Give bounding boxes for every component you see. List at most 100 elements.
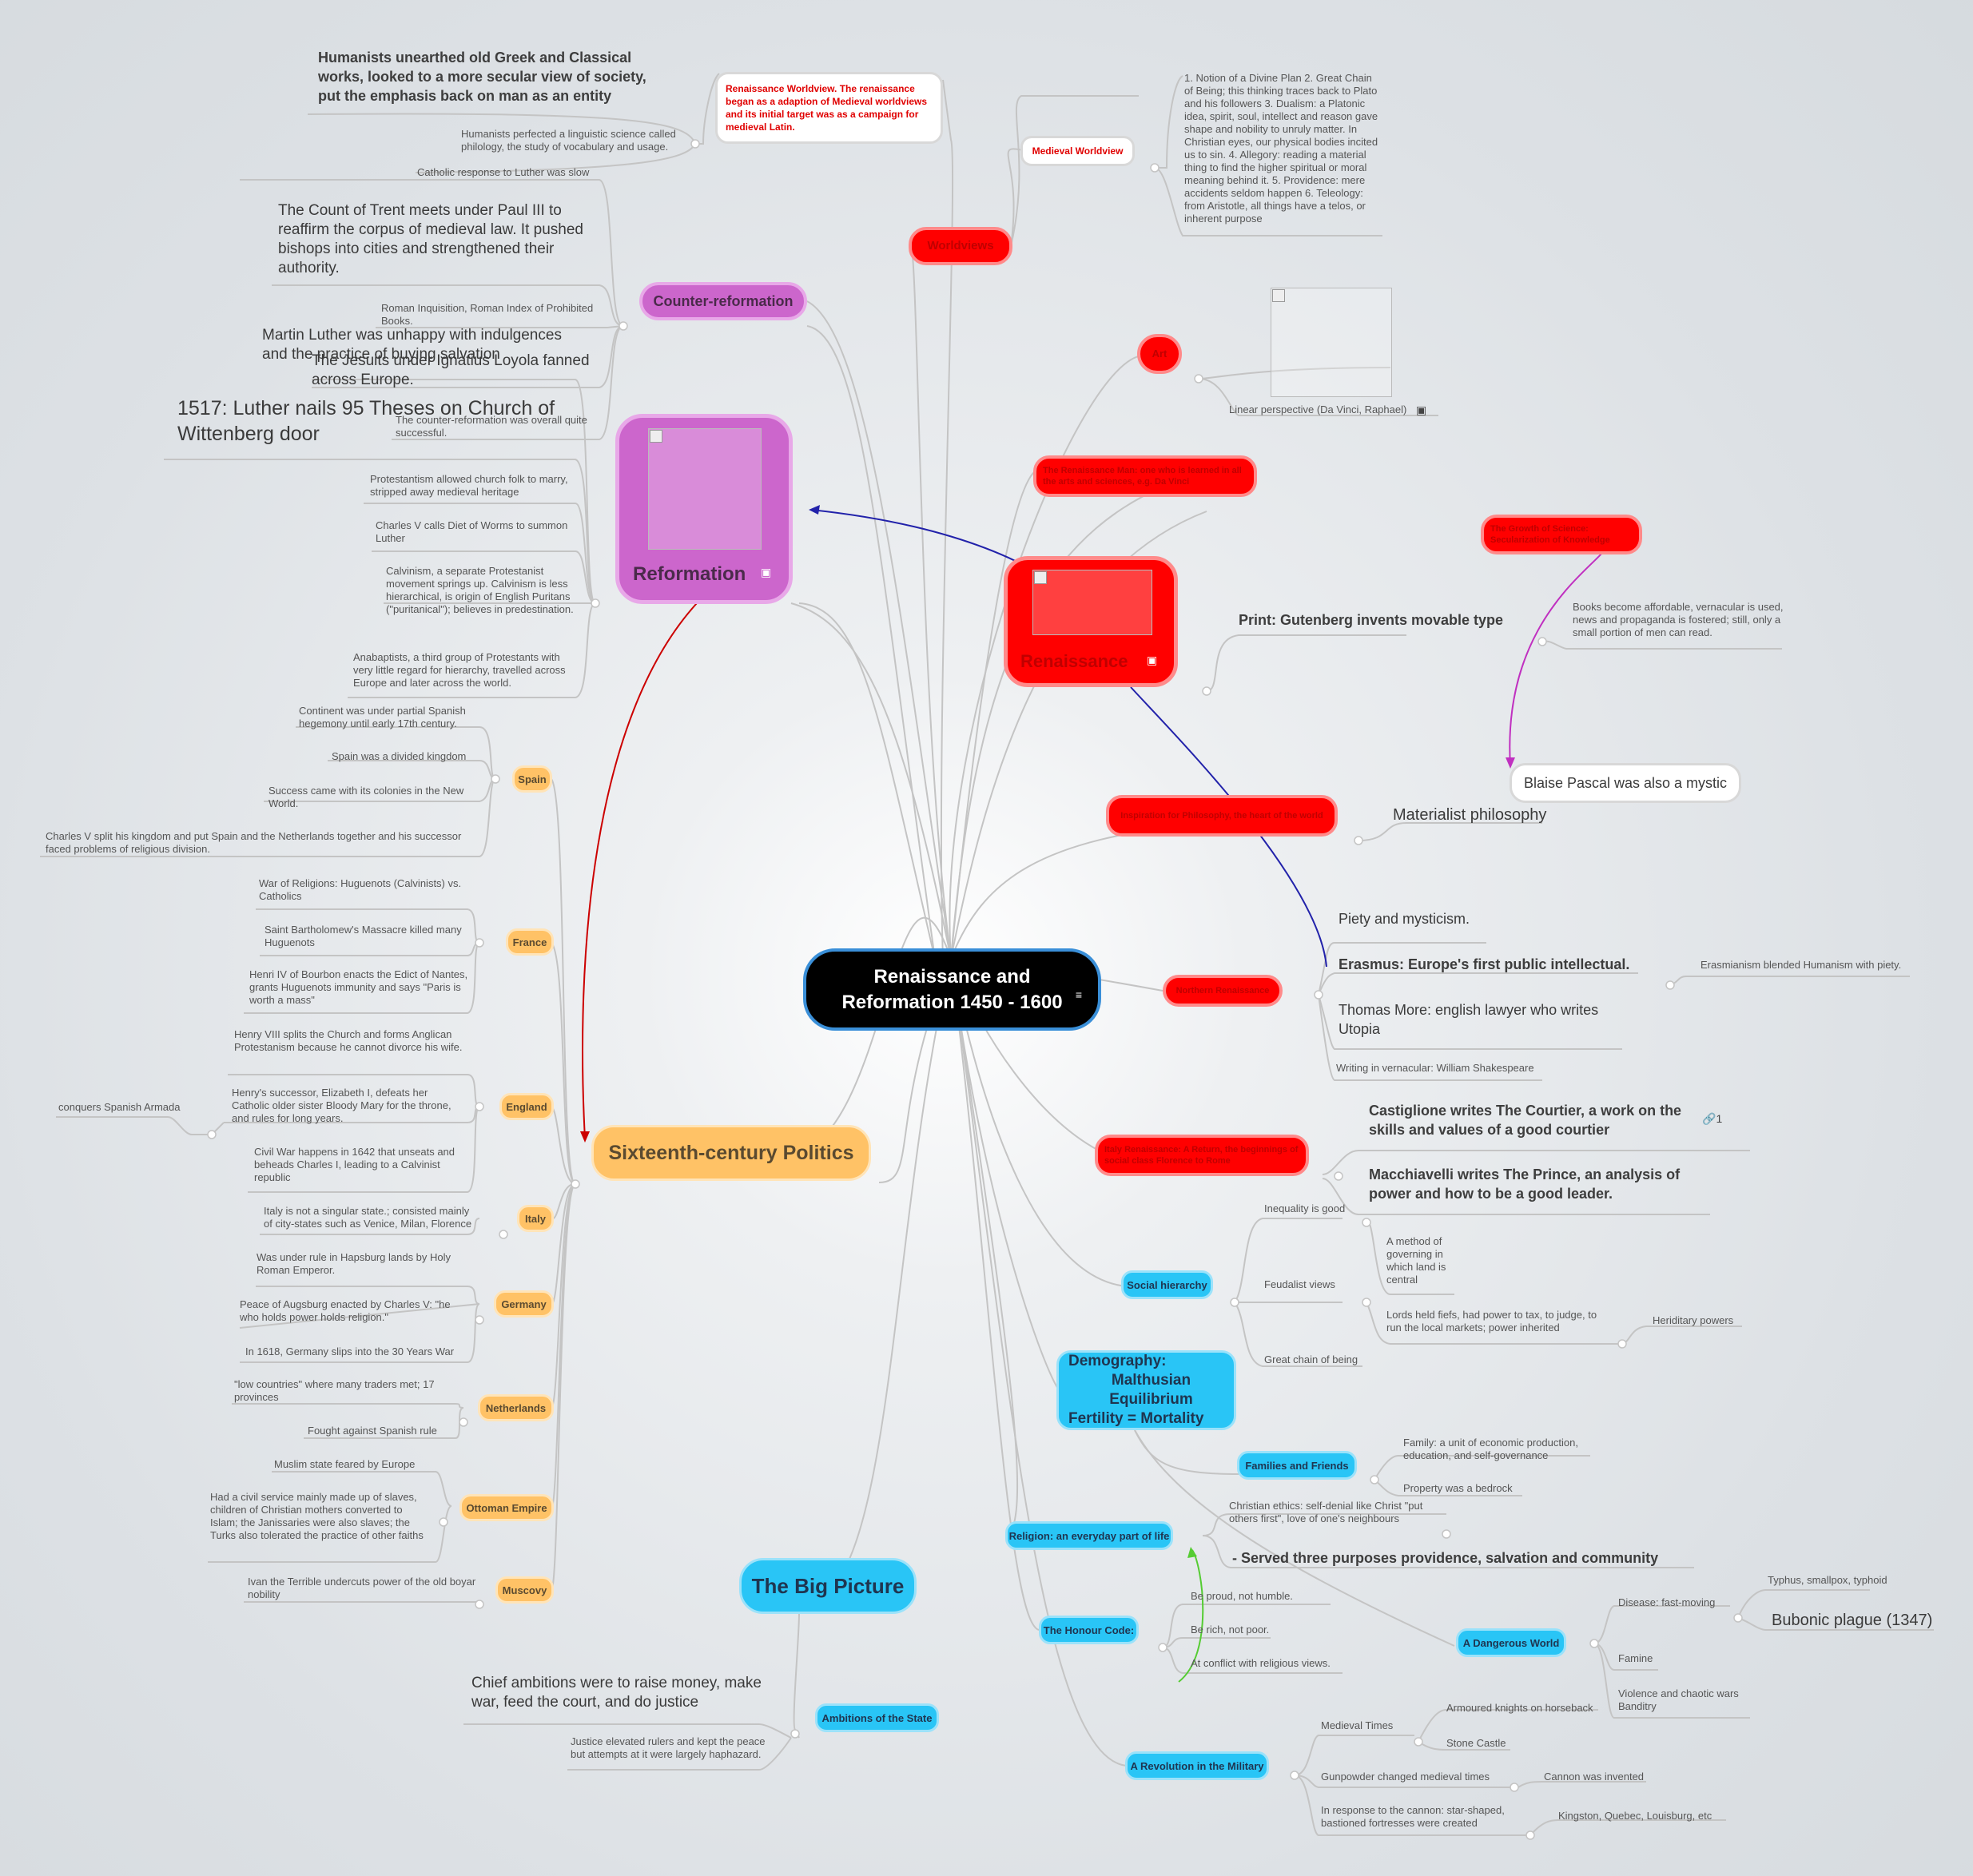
erasmus-text: Erasmus: Europe's first public intellect… <box>1339 956 1630 972</box>
inspiration-label: Inspiration for Philosophy, the heart of… <box>1120 811 1323 821</box>
northern-renaissance-topic[interactable]: Northern Renaissance <box>1163 975 1283 1007</box>
italy-renaissance-topic[interactable]: Italy Renaissance: A Return, the beginni… <box>1095 1135 1309 1176</box>
ottoman-topic[interactable]: Ottoman Empire <box>459 1494 554 1521</box>
politics-topic[interactable]: Sixteenth-century Politics <box>591 1125 871 1181</box>
central-title-line2: Reformation 1450 - 1600 <box>841 991 1063 1013</box>
spain-topic[interactable]: Spain <box>512 765 552 793</box>
stone-castle-text: Stone Castle <box>1446 1737 1506 1749</box>
vernacular-text: Writing in vernacular: William Shakespea… <box>1336 1062 1534 1074</box>
ottoman-label: Ottoman Empire <box>466 1501 547 1514</box>
ottoman-item-1: Muslim state feared by Europe <box>274 1458 416 1470</box>
military-topic[interactable]: A Revolution in the Military <box>1125 1751 1269 1780</box>
castiglione-text: Castiglione writes The Courtier, a work … <box>1369 1103 1682 1138</box>
theses-text: 1517: Luther nails 95 Theses on Church o… <box>177 397 555 445</box>
worldviews-label: Worldviews <box>927 239 994 252</box>
be-proud-text: Be proud, not humble. <box>1191 1590 1293 1602</box>
cannon-text: Cannon was invented <box>1544 1771 1645 1783</box>
social-hierarchy-label: Social hierarchy <box>1127 1278 1207 1291</box>
art-topic[interactable]: Art <box>1137 334 1182 374</box>
gunpowder-text: Gunpowder changed medieval times <box>1321 1771 1490 1783</box>
muscovy-topic[interactable]: Muscovy <box>495 1576 554 1604</box>
honour-code-topic[interactable]: The Honour Code: <box>1039 1616 1139 1644</box>
big-picture-topic[interactable]: The Big Picture <box>739 1558 917 1614</box>
books-affordable-text: Books become affordable, vernacular is u… <box>1573 601 1784 638</box>
print-gutenberg-text: Print: Gutenberg invents movable type <box>1239 612 1504 628</box>
big-picture-label: The Big Picture <box>751 1573 905 1598</box>
image-icon[interactable]: ▣ <box>1416 403 1427 416</box>
armada-text: conquers Spanish Armada <box>58 1101 181 1113</box>
muscovy-item: Ivan the Terrible undercuts power of the… <box>248 1576 476 1600</box>
famine-text: Famine <box>1618 1652 1653 1664</box>
ambitions-topic[interactable]: Ambitions of the State <box>815 1703 939 1732</box>
england-topic[interactable]: England <box>499 1093 554 1120</box>
be-rich-text: Be rich, not poor. <box>1191 1624 1270 1636</box>
medieval-worldview-topic[interactable]: Medieval Worldview <box>1020 136 1135 166</box>
social-hierarchy-topic[interactable]: Social hierarchy <box>1121 1270 1213 1299</box>
spain-item-4: Charles V split his kingdom and put Spai… <box>46 830 462 855</box>
families-topic[interactable]: Families and Friends <box>1237 1451 1357 1480</box>
france-topic[interactable]: France <box>506 928 554 956</box>
france-label: France <box>512 936 547 948</box>
art-image-placeholder <box>1271 288 1392 397</box>
spain-item-1: Continent was under partial Spanish hege… <box>299 705 466 729</box>
religion-topic[interactable]: Religion: an everyday part of life <box>1005 1521 1173 1550</box>
reformation-image-placeholder <box>648 428 762 550</box>
inspiration-topic[interactable]: Inspiration for Philosophy, the heart of… <box>1106 795 1338 837</box>
renaissance-image-placeholder <box>1032 570 1152 635</box>
dangerous-world-topic[interactable]: A Dangerous World <box>1456 1628 1566 1657</box>
christian-ethics-text: Christian ethics: self-denial like Chris… <box>1229 1500 1423 1524</box>
demography-line1: Demography: <box>1068 1353 1167 1369</box>
spain-item-2: Spain was a divided kingdom <box>332 750 467 762</box>
inequality-text: Inequality is good <box>1264 1202 1346 1214</box>
netherlands-topic[interactable]: Netherlands <box>478 1394 554 1421</box>
renaissance-worldview-box[interactable]: Renaissance Worldview. The renaissance b… <box>715 72 943 144</box>
england-label: England <box>506 1100 547 1113</box>
protestantism-text: Protestantism allowed church folk to mar… <box>370 473 568 498</box>
england-item-2: Henry's successor, Elizabeth I, defeats … <box>232 1087 451 1124</box>
medieval-worldview-label: Medieval Worldview <box>1032 145 1124 157</box>
families-label: Families and Friends <box>1245 1459 1349 1472</box>
central-topic[interactable]: Renaissance and Reformation 1450 - 1600 … <box>803 948 1101 1031</box>
conflict-religion-text: At conflict with religious views. <box>1191 1657 1331 1669</box>
charles-diet-text: Charles V calls Diet of Worms to summon … <box>376 519 568 544</box>
disease-text: Disease: fast-moving <box>1618 1596 1716 1608</box>
family-unit-text: Family: a unit of economic production, e… <box>1403 1437 1578 1461</box>
military-label: A Revolution in the Military <box>1130 1759 1264 1772</box>
demography-line2: Malthusian Equilibrium <box>1109 1372 1193 1408</box>
trent-text: The Count of Trent meets under Paul III … <box>278 202 583 276</box>
feudalist-text: Feudalist views <box>1264 1278 1335 1290</box>
netherlands-item-2: Fought against Spanish rule <box>308 1425 437 1437</box>
renaissance-man-topic[interactable]: The Renaissance Man: one who is learned … <box>1033 455 1257 497</box>
worldviews-topic[interactable]: Worldviews <box>909 227 1012 265</box>
netherlands-label: Netherlands <box>485 1401 547 1414</box>
justice-text: Justice elevated rulers and kept the pea… <box>571 1735 766 1760</box>
england-item-1: Henry VIII splits the Church and forms A… <box>234 1028 463 1053</box>
france-item-2: Saint Bartholomew's Massacre killed many… <box>265 924 462 948</box>
feudal-method-text: A method of governing in which land is c… <box>1386 1235 1446 1286</box>
pascal-topic[interactable]: Blaise Pascal was also a mystic <box>1510 763 1741 803</box>
image-icon[interactable]: ▣ <box>1147 654 1158 666</box>
religion-label: Religion: an everyday part of life <box>1008 1529 1170 1542</box>
italy-topic[interactable]: Italy <box>517 1205 554 1232</box>
notes-icon[interactable]: ≡ <box>1075 988 1082 1001</box>
lords-fiefs-text: Lords held fiefs, had power to tax, to j… <box>1386 1309 1597 1333</box>
piety-text: Piety and mysticism. <box>1339 911 1470 927</box>
demography-line3: Fertility = Mortality <box>1068 1410 1204 1427</box>
renaissance-worldview-text: Renaissance Worldview. The renaissance b… <box>726 83 928 133</box>
growth-of-science-label: The Growth of Science: Secularization of… <box>1490 524 1610 545</box>
bubonic-plague-text: Bubonic plague (1347) <box>1772 1612 1933 1629</box>
growth-of-science-topic[interactable]: The Growth of Science: Secularization of… <box>1481 515 1642 554</box>
germany-item-3: In 1618, Germany slips into the 30 Years… <box>245 1345 455 1357</box>
counter-reformation-topic[interactable]: Counter-reformation <box>639 282 807 320</box>
chief-ambitions-text: Chief ambitions were to raise money, mak… <box>471 1675 762 1711</box>
reformation-topic[interactable]: Reformation <box>615 414 793 604</box>
image-icon[interactable]: ▣ <box>761 566 772 578</box>
link-icon[interactable]: 🔗1 <box>1702 1112 1723 1125</box>
demography-topic[interactable]: Demography: Malthusian Equilibrium Ferti… <box>1056 1350 1236 1430</box>
thomas-more-text: Thomas More: english lawyer who writes U… <box>1339 1002 1599 1037</box>
france-item-3: Henri IV of Bourbon enacts the Edict of … <box>249 968 468 1006</box>
germany-topic[interactable]: Germany <box>494 1290 554 1318</box>
fortresses-text: In response to the cannon: star-shaped, … <box>1321 1804 1505 1829</box>
served-purposes-text: - Served three purposes providence, salv… <box>1232 1550 1659 1566</box>
germany-label: Germany <box>501 1298 547 1310</box>
